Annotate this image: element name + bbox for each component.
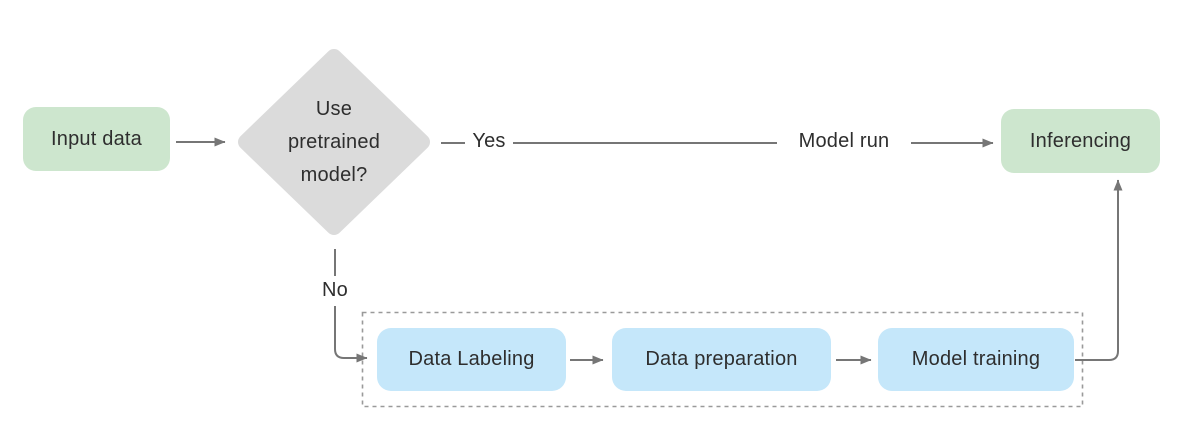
decision-label-line3: model? xyxy=(300,164,368,186)
arrow-training-to-inferencing xyxy=(1075,179,1123,361)
node-data-labeling: Data Labeling xyxy=(377,328,566,391)
decision-label-line1: Use xyxy=(315,98,353,120)
decision-label-line2: pretrained xyxy=(287,131,381,153)
arrow-no-to-datalabeling xyxy=(334,306,368,363)
edge-label-model-run: Model run xyxy=(798,130,890,152)
node-decision-label: Use pretrained model? xyxy=(234,93,434,192)
edge-label-yes: Yes xyxy=(472,130,506,152)
node-model-training: Model training xyxy=(878,328,1074,391)
node-model-training-label: Model training xyxy=(911,348,1041,370)
node-inferencing: Inferencing xyxy=(1001,109,1160,173)
node-data-preparation: Data preparation xyxy=(612,328,831,391)
node-data-preparation-label: Data preparation xyxy=(645,348,798,370)
decision-diamond-shape xyxy=(238,49,430,235)
training-group-dotted-border xyxy=(361,311,1084,408)
edge-label-no: No xyxy=(322,279,348,301)
node-input-data-label: Input data xyxy=(51,127,142,150)
node-inferencing-label: Inferencing xyxy=(1029,129,1132,152)
node-input-data: Input data xyxy=(23,107,170,171)
node-data-labeling-label: Data Labeling xyxy=(408,348,535,370)
